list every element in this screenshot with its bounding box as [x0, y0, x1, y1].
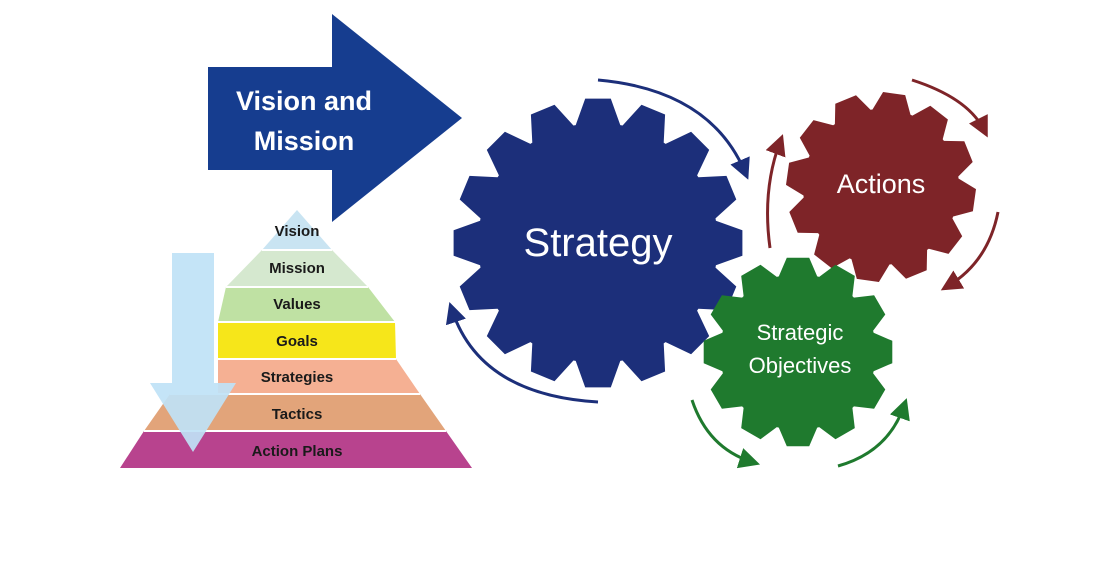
- strategic-objectives-gear-shape: [703, 257, 893, 447]
- pyramid-label-tactics: Tactics: [272, 406, 323, 423]
- pyramid-down-arrow: [150, 253, 236, 452]
- vision-mission-arrow-shape: [208, 14, 462, 222]
- pyramid-level-action-plans: [120, 431, 472, 468]
- actions-gear-label: Actions: [837, 169, 926, 199]
- actions-arrow-left: [765, 134, 786, 249]
- objectives-rotation-arrows: [690, 398, 910, 469]
- strategic-objectives-gear: Strategic Objectives: [703, 257, 893, 447]
- pyramid-level-mission: [226, 250, 368, 287]
- actions-arrow-right: [940, 211, 1000, 291]
- planning-pyramid: Vision Mission Values Goals Strategies T…: [120, 210, 472, 468]
- strategy-arrow-top: [597, 78, 750, 180]
- objectives-arrow-right: [837, 398, 910, 468]
- strategic-objectives-label-line-2: Objectives: [749, 353, 852, 378]
- strategy-gear: Strategy: [453, 98, 743, 388]
- strategy-gear-label: Strategy: [524, 221, 673, 265]
- strategy-rotation-arrows: [445, 78, 750, 404]
- strategy-arrow-bottom: [445, 302, 599, 404]
- pyramid-label-strategies: Strategies: [261, 369, 334, 386]
- objectives-arrow-left: [690, 399, 761, 469]
- actions-arrow-top: [911, 78, 988, 138]
- pyramid-label-mission: Mission: [269, 260, 325, 277]
- pyramid-level-values: [218, 287, 395, 322]
- strategic-objectives-label-line-1: Strategic: [757, 320, 844, 345]
- pyramid-label-action-plans: Action Plans: [252, 443, 343, 460]
- strategy-gear-shape: [453, 98, 743, 388]
- vision-mission-line-2: Mission: [254, 126, 355, 156]
- pyramid-label-vision: Vision: [275, 223, 320, 240]
- vision-mission-arrow: Vision and Mission: [208, 14, 462, 222]
- pyramid-label-values: Values: [273, 296, 321, 313]
- pyramid-level-goals: [218, 322, 396, 359]
- pyramid-label-goals: Goals: [276, 333, 318, 350]
- vision-mission-line-1: Vision and: [236, 86, 372, 116]
- pyramid-level-vision: [262, 210, 332, 250]
- actions-gear: Actions: [786, 92, 976, 282]
- actions-rotation-arrows: [765, 78, 1000, 291]
- actions-gear-shape: [786, 92, 976, 282]
- pyramid-level-strategies: [218, 359, 420, 394]
